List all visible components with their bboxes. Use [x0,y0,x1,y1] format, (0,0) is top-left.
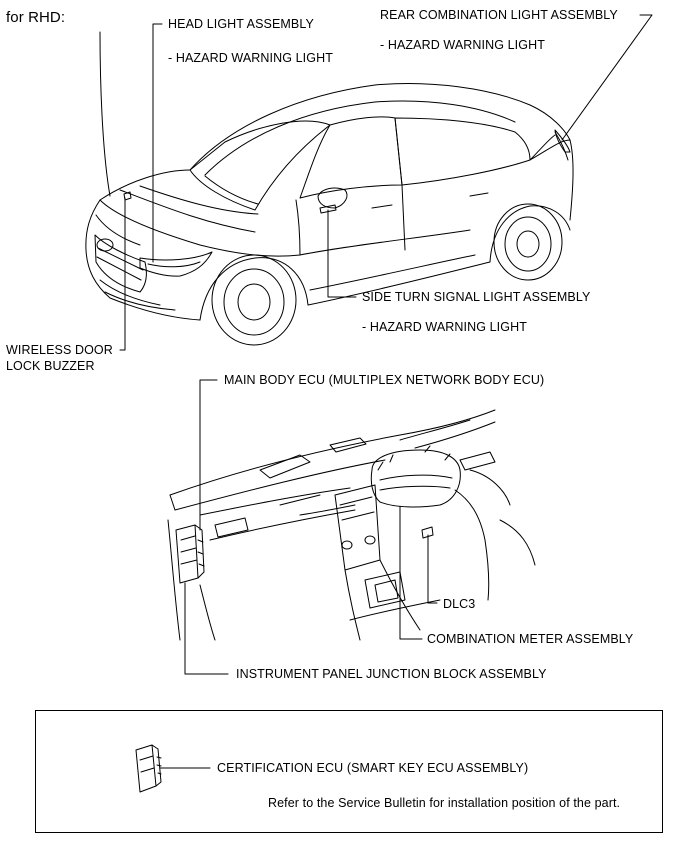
dashboard-illustration [167,409,536,641]
rear-combination-leader [561,14,653,141]
certification-ecu-label: CERTIFICATION ECU (SMART KEY ECU ASSEMBL… [217,761,529,775]
main-body-ecu-label: MAIN BODY ECU (MULTIPLEX NETWORK BODY EC… [224,373,545,387]
side-turn-leader [327,209,357,298]
side-turn-label: SIDE TURN SIGNAL LIGHT ASSEMBLY [362,290,591,304]
leader-lines [99,14,653,769]
car-illustration [85,83,574,346]
hood-outer-line [99,31,111,197]
diagram-heading: for RHD: [6,9,66,26]
rear-combination-hazard-label: - HAZARD WARNING LIGHT [380,38,545,52]
head-light-label: HEAD LIGHT ASSEMBLY [168,17,314,31]
wireless-buzzer-label-line2: LOCK BUZZER [6,359,95,373]
side-turn-hazard-label: - HAZARD WARNING LIGHT [362,320,527,334]
main-body-ecu-leader [199,379,218,531]
wireless-buzzer-leader [119,197,126,351]
rear-combination-label: REAR COMBINATION LIGHT ASSEMBLY [380,8,618,22]
instrument-panel-jb-leader [184,582,229,675]
head-light-hazard-label: - HAZARD WARNING LIGHT [168,51,333,65]
wireless-buzzer-label-line1: WIRELESS DOOR [6,343,113,357]
certification-ecu-illustration [135,744,162,793]
head-light-leader [152,23,163,263]
instrument-panel-jb-label: INSTRUMENT PANEL JUNCTION BLOCK ASSEMBLY [236,667,547,681]
combination-meter-leader [399,506,423,640]
certification-ecu-note-box [35,710,663,833]
dlc3-leader [427,534,438,604]
service-bulletin-note: Refer to the Service Bulletin for instal… [268,796,621,810]
combination-meter-label: COMBINATION METER ASSEMBLY [427,632,634,646]
dlc3-label: DLC3 [443,597,476,611]
